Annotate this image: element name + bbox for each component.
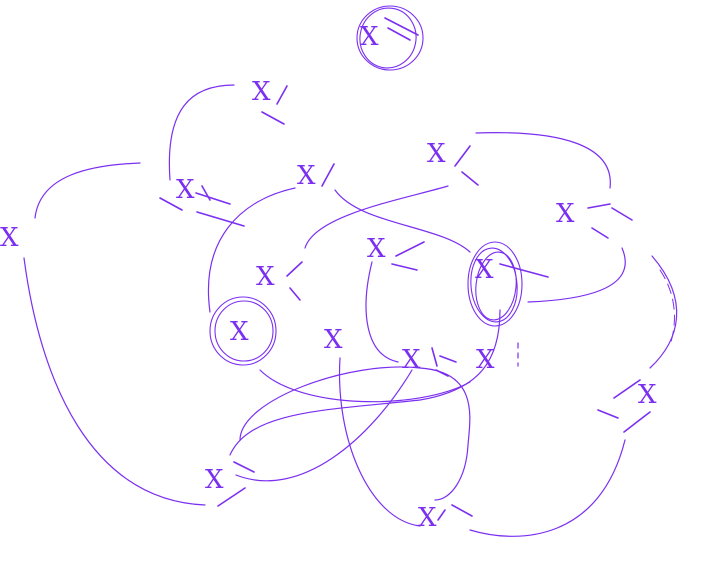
curve-center-left-arc [208,187,296,313]
curve-center-drop [365,261,399,363]
ring-left-outer [209,296,277,366]
mark-right-top-b [611,207,633,221]
ring-center-right-core [475,251,517,321]
label-x-right-top: X [556,199,575,229]
mark-right-lower-a [613,379,641,399]
curve-top-left-arc [34,162,141,219]
mark-bottom-left-a [233,461,255,473]
ring-top-inner [359,7,417,69]
mark-center-a [395,241,425,257]
diagram-labels: X X X X X X X X X X X X X X X X X [0,22,657,533]
label-x-bottom-center: X [418,503,437,533]
mark-center-b [391,263,418,271]
mark-right-lower-b [597,409,619,419]
label-x-upper-right-center: X [427,139,446,169]
label-x-left-circled: X [230,317,249,347]
label-x-center-left: X [256,262,275,292]
label-x-lower-center-b: X [476,345,495,375]
mark-lower-b [439,355,457,363]
mark-bottom-center-a [451,504,473,517]
ring-center-right-inner [470,247,518,323]
mark-left-mid-b [195,192,231,205]
mark-lower-c [435,369,449,377]
mark-top-b [387,27,411,41]
mark-bottom-left-b [217,487,246,507]
mark-right-top-c [591,227,609,239]
label-x-left-mid: X [176,175,195,205]
curve-top-right-arc [475,132,611,189]
label-x-upper-center: X [297,161,316,191]
curve-center-lower-down [338,357,421,527]
label-x-center: X [367,234,386,264]
label-x-bottom-left: X [205,465,224,495]
mark-center-left-a [286,261,303,277]
label-x-left-edge: X [0,223,19,253]
curve-right-to-center [304,185,449,249]
mark-upper-left-a [276,85,288,105]
mark-left-mid-c [196,211,245,227]
mark-upper-right-a [454,145,471,167]
mark-upper-right-b [461,171,479,186]
curve-left-outer-arc [23,257,206,506]
mark-center-ring [499,263,549,278]
curve-upper-to-ring [334,189,471,253]
ring-center-right-outer [467,241,523,327]
label-x-lower-center-a: X [402,345,421,375]
curve-right-lower-arc [527,247,626,303]
label-x-center-lower: X [324,325,343,355]
mark-upper-center [321,163,335,187]
label-x-center-right-circled: X [475,255,494,285]
mark-lower-a [431,347,438,367]
curve-bottom-left-to-center [235,369,413,482]
mark-right-top-a [587,203,611,209]
ring-top-outer [356,5,424,71]
mark-left-mid-d [201,185,211,201]
diagram-rings [209,5,523,366]
curve-lower-loop [239,366,471,501]
mark-right-lower-c [623,411,651,433]
curve-center-ring-loop [229,309,501,456]
mark-bottom-center-b [437,509,446,521]
label-x-top-circled: X [360,22,379,52]
curve-upper-left-arc [168,84,235,181]
mark-left-mid-a [159,197,183,211]
ring-left-inner [214,300,274,362]
curve-right-edge-arc [649,255,678,369]
diagram-curves [23,84,678,537]
curve-left-ring-bottom [259,369,471,403]
mark-center-left-b [289,287,301,301]
mark-upper-left-b [261,111,285,125]
diagram-crossing-marks [159,17,651,521]
curve-right-dashed [659,269,675,346]
mark-top-a [384,17,419,36]
label-x-right-lower: X [638,380,657,410]
curve-bottom-right-arc [469,439,626,537]
label-x-upper-left: X [252,77,271,107]
